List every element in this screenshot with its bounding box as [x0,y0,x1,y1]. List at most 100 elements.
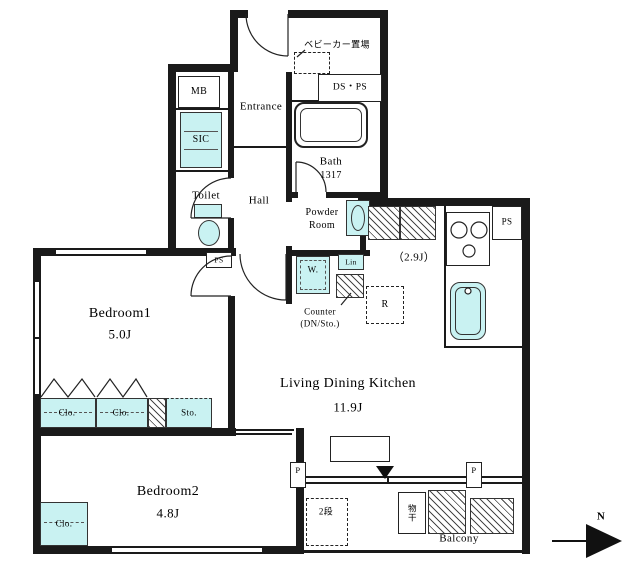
meter-box [178,76,220,108]
wall-closet-column-right-lower [228,218,234,256]
washer-outline [300,260,326,290]
wall-powder-bottom [286,250,370,256]
laundry-pole-label: 物干 [407,504,418,522]
closet1-bifold-door [40,377,96,398]
sink-basin [351,205,365,231]
shelf-line [184,130,218,132]
linen-label: Lin [345,257,357,267]
refrigerator-label: R [381,299,389,310]
pillar-right-label: P [471,464,477,475]
wall-closet-column-right-upper [228,72,234,178]
stove-box [446,212,490,266]
refrigerator-space [366,286,404,324]
north-label: N [596,510,606,523]
living-label: Living Dining Kitchen [280,376,416,391]
wall-right-main [522,198,530,554]
laundry-pole-box [398,492,426,534]
washer-space [296,256,330,294]
linen-box [338,254,364,270]
pillar-left-label: P [295,464,301,475]
kitchen-sink [450,282,486,340]
toilet-bowl [198,220,220,246]
toilet-tank [194,204,222,218]
mb-bottom-line [176,108,228,110]
washer-label: W. [307,264,319,275]
wall-kitchen-top [358,198,530,206]
kitchen-size-label: （2.9J） [392,251,436,264]
wall-right-upper [380,10,388,206]
stroller-area-label: ベビーカー置場 [304,39,370,50]
storage-box [166,398,212,428]
north-compass [552,524,622,558]
pipe-space-kitchen-label: PS [501,216,513,227]
balcony-edge [304,550,523,553]
kitchen-cabinet-hatch [368,206,400,240]
wall-bedroom-divider [33,428,236,436]
wall-nook-left [286,250,292,304]
closet1-label: Clo. [58,407,76,418]
bedroom2-label: Bedroom2 [136,484,200,499]
closet1-box [40,398,96,428]
counter-label-2: (DN/Sto.) [300,318,340,329]
wall-bedroom2-right [296,428,304,554]
closet2-box [96,398,148,428]
bedroom1-size-label: 5.0J [108,326,132,342]
pillar-right-box [466,462,482,488]
bathtub [294,102,368,148]
pillar-left-box [290,462,306,488]
two-tier-box [306,498,348,546]
counter-hatch [336,274,364,298]
bedroom2-size-label: 4.8J [156,505,180,521]
wall-porch-left [230,10,238,72]
entrance-label: Entrance [239,100,283,113]
entrance-door-arc [245,13,289,57]
bedroom1-label: Bedroom1 [88,306,152,321]
balcony-hatch-box [428,490,466,534]
duct-pipe-space-box [318,74,382,102]
bath-size-label: 1317 [320,170,342,181]
wall-top-mb [168,64,238,72]
pipe-space-hall-label: PS [214,255,224,265]
living-size-label: 11.9J [333,399,363,415]
kitchen-counter-bottom [444,346,524,348]
window-bedroom2-bottom [112,546,262,554]
closet2-bifold-door [96,377,148,399]
wall-entrance-right [286,72,292,202]
storage-label: Sto. [181,407,197,418]
bathtub-inner [300,108,362,142]
wall-top-main [288,10,388,18]
window-mullion [33,337,41,339]
wall-bath-bottom-right [326,192,382,198]
toilet-label: Toilet [192,189,220,202]
sic-bottom-line [176,170,228,172]
powder-sink [346,200,370,236]
balcony-hatch-box-dashed [470,498,514,534]
balcony-label: Balcony [439,532,479,545]
meter-box-label: MB [190,86,208,97]
duct-pipe-space-label: DS・PS [332,82,368,93]
kitchen-cabinet-hatch [400,206,436,240]
window-bedroom1-top [56,248,146,256]
compass-arrow [586,524,622,558]
sink-inner [455,287,481,335]
sliding-door-panel-2 [234,433,292,435]
powder-room-label-2: Room [308,220,336,231]
closet-shelf-dash [44,411,92,413]
built-in-counter-box [330,436,390,462]
closet3-label: Clo. [55,518,73,529]
shoe-closet-label: SIC [192,134,210,145]
stroller-area-box [294,52,330,74]
wall-top-jamb [230,10,248,18]
window-balcony-sliding [304,476,522,484]
entrance-step-line [234,146,286,148]
sliding-door-panel-1 [236,429,294,431]
window-mullion [387,476,389,484]
closet3-box [40,502,88,546]
shelf-line [184,148,218,150]
bath-label: Bath [319,155,343,168]
pipe-space-kitchen-box [492,206,522,240]
kitchen-counter-edge [444,206,446,348]
powder-room-label-1: Powder [305,207,339,218]
closet-shelf-dash [44,521,84,523]
